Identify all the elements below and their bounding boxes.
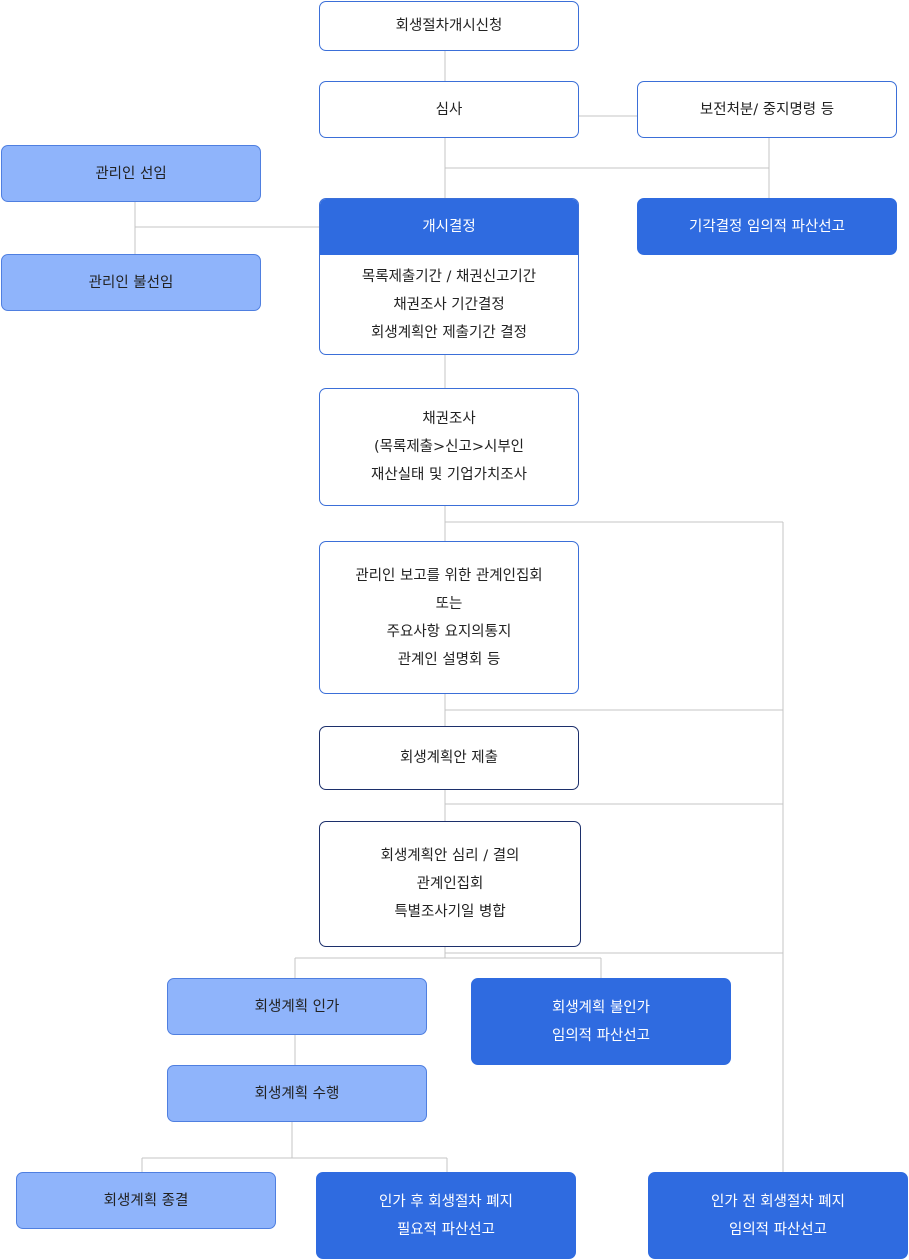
abolition-after-node: 인가 후 회생절차 폐지 필요적 파산선고 xyxy=(316,1172,576,1259)
node-text: 주요사항 요지의통지 xyxy=(386,623,512,640)
node-text: 인가 후 회생절차 폐지 xyxy=(379,1193,513,1210)
plan-hearing-node: 회생계획안 심리 / 결의 관계인집회 특별조사기일 병합 xyxy=(319,821,581,947)
node-text: 재산실태 및 기업가치조사 xyxy=(371,467,527,483)
node-text: 회생계획안 제출 xyxy=(400,750,498,766)
node-text: 회생계획안 제출기간 결정 xyxy=(371,324,527,341)
node-text: 임의적 파산선고 xyxy=(552,1027,650,1044)
plan-execution-node: 회생계획 수행 xyxy=(167,1065,427,1122)
admin-not-appointed-node: 관리인 불선임 xyxy=(1,254,261,311)
node-text: 관리인 보고를 위한 관계인집회 xyxy=(355,567,543,584)
commencement-node: 개시결정 목록제출기간 / 채권신고기간 채권조사 기간결정 회생계획안 제출기… xyxy=(319,198,579,355)
plan-rejected-node: 회생계획 불인가 임의적 파산선고 xyxy=(471,978,731,1065)
node-text: 회생계획 인가 xyxy=(254,998,340,1015)
node-text: 기각결정 임의적 파산선고 xyxy=(689,218,845,235)
node-text: 보전처분/ 중지명령 등 xyxy=(699,101,835,118)
node-text: 회생계획 수행 xyxy=(254,1085,340,1102)
node-text: 또는 xyxy=(435,595,463,612)
node-text: 특별조사기일 병합 xyxy=(394,904,506,920)
node-text: 채권조사 xyxy=(422,411,476,427)
petition-node: 회생절차개시신청 xyxy=(319,1,579,51)
node-text: 심사 xyxy=(435,101,463,118)
preservation-node: 보전처분/ 중지명령 등 xyxy=(637,81,897,138)
admin-appointed-node: 관리인 선임 xyxy=(1,145,261,202)
node-text: 채권조사 기간결정 xyxy=(393,296,505,313)
commencement-title: 개시결정 xyxy=(320,199,578,255)
node-text: 관계인집회 xyxy=(416,876,484,892)
node-text: 회생계획 불인가 xyxy=(552,999,650,1016)
claim-investigation-node: 채권조사 (목록제출>신고>시부인 재산실태 및 기업가치조사 xyxy=(319,388,579,506)
review-node: 심사 xyxy=(319,81,579,138)
plan-approved-node: 회생계획 인가 xyxy=(167,978,427,1035)
node-text: 필요적 파산선고 xyxy=(397,1221,495,1238)
commencement-details: 목록제출기간 / 채권신고기간 채권조사 기간결정 회생계획안 제출기간 결정 xyxy=(320,255,578,354)
node-text: 회생계획 종결 xyxy=(103,1192,189,1209)
node-text: 목록제출기간 / 채권신고기간 xyxy=(361,268,537,285)
node-text: 회생절차개시신청 xyxy=(395,18,503,34)
node-text: (목록제출>신고>시부인 xyxy=(373,439,524,455)
creditors-meeting-node: 관리인 보고를 위한 관계인집회 또는 주요사항 요지의통지 관계인 설명회 등 xyxy=(319,541,579,694)
node-text: 임의적 파산선고 xyxy=(729,1221,827,1238)
node-text: 회생계획안 심리 / 결의 xyxy=(380,848,520,864)
dismissal-node: 기각결정 임의적 파산선고 xyxy=(637,198,897,255)
plan-submission-node: 회생계획안 제출 xyxy=(319,726,579,790)
plan-completed-node: 회생계획 종결 xyxy=(16,1172,276,1229)
node-text: 관리인 불선임 xyxy=(88,274,174,291)
node-text: 관계인 설명회 등 xyxy=(397,651,501,668)
abolition-before-node: 인가 전 회생절차 폐지 임의적 파산선고 xyxy=(648,1172,908,1259)
node-text: 인가 전 회생절차 폐지 xyxy=(711,1193,845,1210)
node-text: 관리인 선임 xyxy=(95,165,167,182)
